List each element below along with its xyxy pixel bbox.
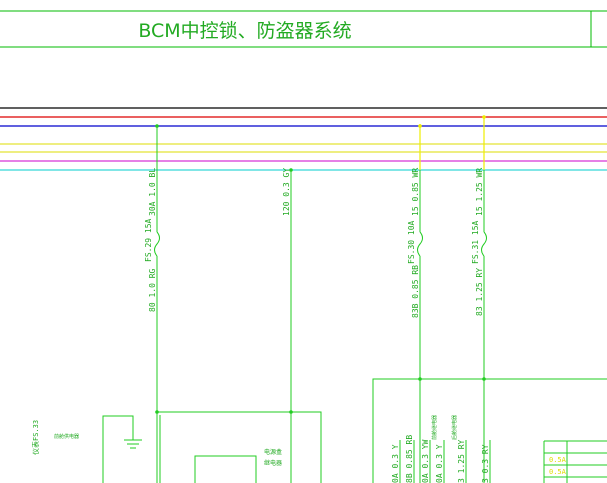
label-bottom-1: 0A 0.3 Y <box>391 444 400 483</box>
note-mid-1: 电源盒 <box>264 448 282 456</box>
label-w2-top: 120 0.3 GY <box>282 168 291 216</box>
diagram-title: BCM中控锁、防盗器系统 <box>138 20 351 42</box>
module-frames <box>102 378 607 483</box>
label-w1-top: 30A 1.0 BL <box>148 168 157 216</box>
power-buses <box>0 107 607 171</box>
title-block: BCM中控锁、防盗器系统 <box>0 10 607 48</box>
fuse-symbol-4 <box>481 231 487 257</box>
label-tiny-2: 后舱继电器 <box>451 415 458 440</box>
label-bottom-6: 3 0.3 RY <box>481 444 490 483</box>
wire-circuit-3 <box>417 124 423 483</box>
ground-icon <box>124 439 142 449</box>
wire-circuit-1 <box>154 124 160 483</box>
bcm-module-box <box>372 378 607 483</box>
tag-1: 0.5A <box>549 456 567 464</box>
connector-table <box>543 440 607 483</box>
label-tiny-1: 前舱继电器 <box>431 415 438 440</box>
label-w3-bottom: 83B 0.85 RB <box>411 265 420 318</box>
wire-circuit-4 <box>481 115 487 483</box>
wire-labels: 30A 1.0 BL FS.29 15A 80 1.0 RG 120 0.3 G… <box>31 168 490 483</box>
note-mid-2: 继电器 <box>264 459 282 467</box>
notes: 前舱供电器 电源盒 继电器 <box>54 433 282 467</box>
fuse-symbol-1 <box>154 231 160 257</box>
label-w4-top: 15 1.25 WR <box>475 168 484 216</box>
label-bottom-3: 0A 0.3 YW <box>421 439 430 483</box>
tag-2: 0.5A <box>549 468 567 476</box>
relay-box <box>157 411 322 483</box>
fuse-symbol-3 <box>417 231 423 257</box>
label-w1-fuse: FS.29 15A <box>144 218 153 262</box>
label-bottom-5: 3 1.25 RY <box>457 439 466 483</box>
label-w1-bottom: 80 1.0 RG <box>148 268 157 312</box>
label-w4-fuse: FS.31 15A <box>471 220 480 264</box>
ground-branch <box>102 415 134 483</box>
relay-inner-box <box>194 455 257 483</box>
wire-circuit-2 <box>289 168 293 483</box>
label-w3-top: 15 0.85 WR <box>411 168 420 216</box>
label-w3-fuse: FS.30 10A <box>407 220 416 264</box>
table-tags: 0.5A 0.5A <box>549 456 567 476</box>
label-bottom-2: 8B 0.85 RB <box>405 435 414 483</box>
note-left: 前舱供电器 <box>54 433 79 440</box>
label-bottom-4: 0A 0.3 Y <box>435 444 444 483</box>
label-fs33: 仪表FS.33 <box>31 420 40 455</box>
label-w4-bottom: 83 1.25 RY <box>475 268 484 316</box>
